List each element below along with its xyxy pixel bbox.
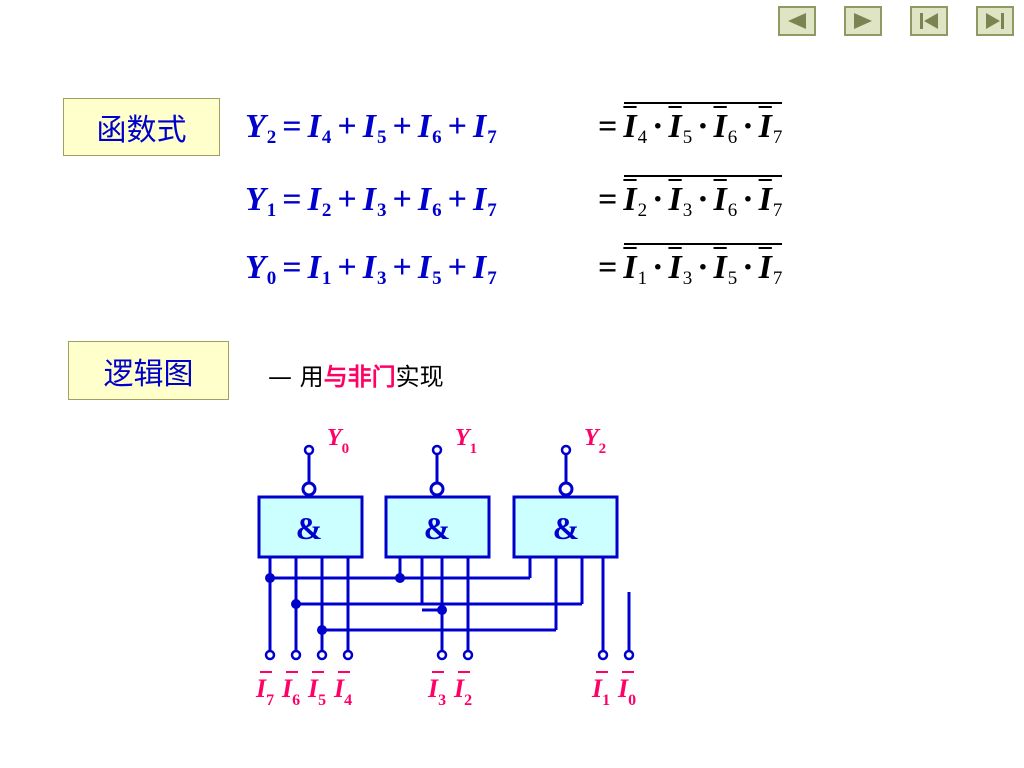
- junction-dot: [265, 573, 275, 583]
- formula-label: 函数式: [63, 98, 220, 156]
- input-label: I5: [307, 674, 326, 709]
- input-label: I0: [617, 674, 636, 709]
- negated-term: I2: [623, 181, 648, 221]
- junction-dot: [317, 625, 327, 635]
- inversion-bubble: [301, 481, 317, 497]
- negated-term: I6: [713, 181, 738, 221]
- negated-term: I7: [758, 249, 783, 289]
- formula-term: I7: [472, 181, 497, 221]
- skip-last-icon: [986, 13, 1004, 29]
- subtitle-prefix: — 用: [268, 363, 324, 391]
- gate-symbol: &: [553, 510, 580, 546]
- input-terminal: [623, 649, 635, 661]
- next-button[interactable]: [844, 6, 882, 36]
- inversion-bubble: [429, 481, 445, 497]
- input-terminal: [290, 649, 302, 661]
- input-label: I6: [281, 674, 300, 709]
- subtitle-highlight: 与非门: [323, 363, 396, 391]
- output-label: Y0: [327, 425, 349, 457]
- last-button[interactable]: [976, 6, 1014, 36]
- formula-term: I6: [417, 108, 442, 148]
- input-terminal: [436, 649, 448, 661]
- subtitle-suffix: 实现: [395, 363, 444, 391]
- formula-term: I4: [307, 108, 332, 148]
- formula-term: I5: [362, 108, 387, 148]
- formula-term: I3: [362, 249, 387, 289]
- output-terminal: [303, 444, 315, 456]
- input-label: I3: [427, 674, 446, 709]
- output-terminal: [560, 444, 572, 456]
- negated-term: I1: [623, 249, 648, 289]
- formula-rhs-2: =I1·I3·I5·I7: [598, 243, 783, 293]
- inversion-bubble: [558, 481, 574, 497]
- first-button[interactable]: [910, 6, 948, 36]
- formula-term: I5: [417, 249, 442, 289]
- junction-dot: [395, 573, 405, 583]
- input-terminal: [264, 649, 276, 661]
- gate-symbol: &: [296, 510, 323, 546]
- nand-gate-2: [512, 495, 619, 559]
- formula-term: I7: [472, 249, 497, 289]
- subtitle: — 用与非门实现: [268, 357, 444, 392]
- input-label: I4: [333, 674, 352, 709]
- formula-term: I7: [472, 108, 497, 148]
- negated-term: I7: [758, 181, 783, 221]
- logic-diagram-label: 逻辑图: [68, 341, 229, 400]
- formula-rhs-0: =I4·I5·I6·I7: [598, 102, 783, 152]
- prev-button[interactable]: [778, 6, 816, 36]
- nand-gate-1: [384, 495, 491, 559]
- triangle-left-icon: [788, 13, 806, 29]
- negated-term: I7: [758, 108, 783, 148]
- negated-term: I4: [623, 108, 648, 148]
- formula-lhs-1: Y1=I2+I3+I6+I7: [245, 181, 497, 221]
- output-label: Y2: [584, 425, 606, 457]
- formula-output: Y1: [245, 181, 277, 221]
- nand-gate-0: [257, 495, 364, 559]
- negated-term: I3: [668, 181, 693, 221]
- gate-symbol: &: [424, 510, 451, 546]
- formula-lhs-0: Y2=I4+I5+I6+I7: [245, 108, 497, 148]
- formula-term: I2: [307, 181, 332, 221]
- formula-term: I1: [307, 249, 332, 289]
- slide-navigation: [778, 6, 1018, 38]
- output-label: Y1: [455, 425, 477, 457]
- input-terminal: [597, 649, 609, 661]
- formula-output: Y2: [245, 108, 277, 148]
- input-label: I7: [255, 674, 274, 709]
- junction-dot: [437, 605, 447, 615]
- junction-dot: [291, 599, 301, 609]
- input-terminal: [316, 649, 328, 661]
- input-label: I2: [453, 674, 472, 709]
- formula-term: I3: [362, 181, 387, 221]
- formula-output: Y0: [245, 249, 277, 289]
- formula-term: I6: [417, 181, 442, 221]
- negated-term: I6: [713, 108, 738, 148]
- input-label: I1: [591, 674, 610, 709]
- input-terminal: [342, 649, 354, 661]
- negated-term: I5: [668, 108, 693, 148]
- negated-term: I5: [713, 249, 738, 289]
- output-terminal: [431, 444, 443, 456]
- formula-rhs-1: =I2·I3·I6·I7: [598, 175, 783, 225]
- negated-term: I3: [668, 249, 693, 289]
- skip-first-icon: [920, 13, 938, 29]
- formula-lhs-2: Y0=I1+I3+I5+I7: [245, 249, 497, 289]
- input-terminal: [462, 649, 474, 661]
- triangle-right-icon: [854, 13, 872, 29]
